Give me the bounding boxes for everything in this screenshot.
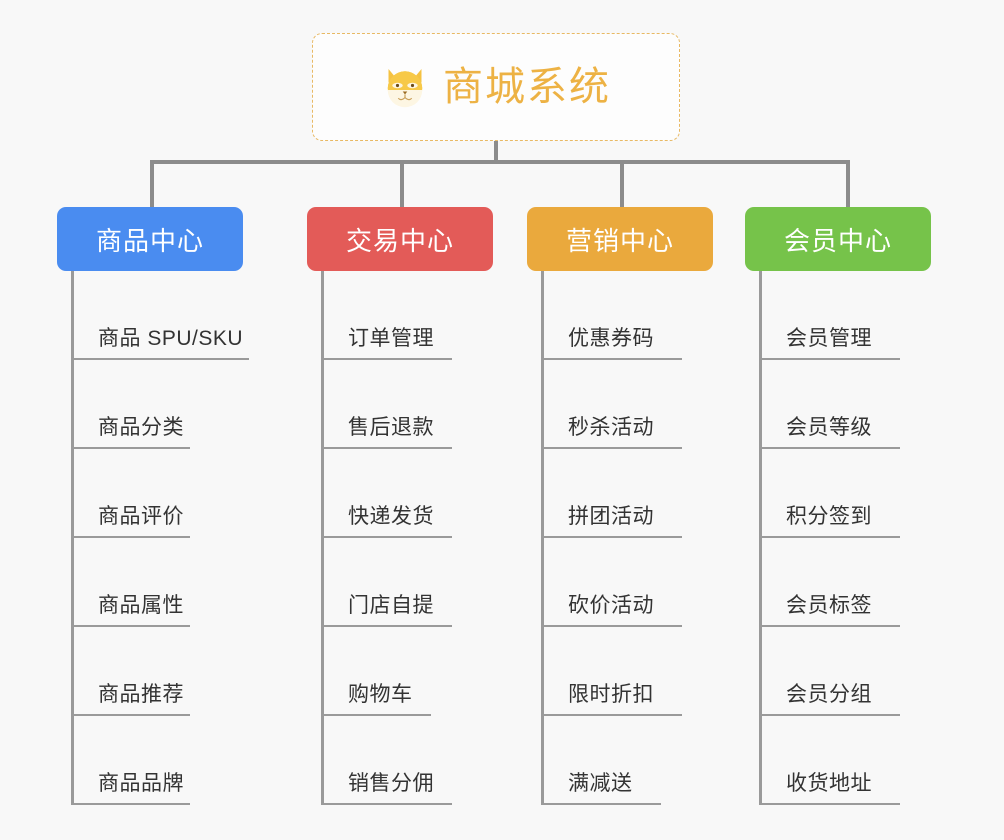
list-item[interactable]: 售后退款 (324, 360, 517, 450)
leaf-label: 快递发货 (348, 504, 434, 528)
list-item[interactable]: 购物车 (324, 627, 517, 717)
leaf-label: 订单管理 (348, 326, 434, 350)
category-title-1: 商品中心 (95, 225, 204, 256)
list-item[interactable]: 商品属性 (74, 538, 287, 628)
list-item[interactable]: 快递发货 (324, 449, 517, 539)
leaf-label: 商品品牌 (98, 771, 184, 795)
leaf-label: 商品推荐 (98, 682, 184, 706)
list-item[interactable]: 秒杀活动 (544, 360, 735, 450)
leaf-label: 商品分类 (98, 415, 184, 439)
leaf-label: 满减送 (568, 771, 633, 795)
list-item[interactable]: 商品品牌 (74, 716, 287, 806)
leaf-list-4: 会员管理 会员等级 积分签到 会员标签 会员分组 收货地址 (759, 271, 955, 806)
list-item[interactable]: 商品 SPU/SKU (73, 271, 287, 361)
category-title-4: 会员中心 (783, 225, 892, 256)
category-title-2: 交易中心 (345, 225, 454, 256)
leaf-label: 收货地址 (786, 771, 872, 795)
leaf-label: 砍价活动 (568, 593, 654, 617)
branch-column-1: 商品中心 商品 SPU/SKU 商品分类 商品评价 商品属性 商品推荐 商品品牌 (57, 207, 287, 806)
connector-root-stem (494, 141, 498, 163)
list-item[interactable]: 销售分佣 (324, 716, 517, 806)
leaf-label: 购物车 (348, 682, 413, 706)
list-item[interactable]: 会员等级 (762, 360, 955, 450)
list-item[interactable]: 满减送 (544, 716, 735, 806)
connector-drop-2 (400, 160, 404, 208)
category-box-1[interactable]: 商品中心 (57, 207, 243, 271)
leaf-label: 会员管理 (786, 326, 872, 350)
shiba-dog-icon (381, 63, 429, 111)
leaf-label: 售后退款 (348, 415, 434, 439)
leaf-label: 秒杀活动 (568, 415, 654, 439)
list-item[interactable]: 积分签到 (762, 449, 955, 539)
list-item[interactable]: 收货地址 (762, 716, 955, 806)
leaf-label: 拼团活动 (568, 504, 654, 528)
list-item[interactable]: 商品分类 (74, 360, 287, 450)
leaf-list-3: 优惠券码 秒杀活动 拼团活动 砍价活动 限时折扣 满减送 (541, 271, 735, 806)
leaf-label: 商品属性 (98, 593, 184, 617)
leaf-label: 销售分佣 (348, 771, 434, 795)
branch-column-4: 会员中心 会员管理 会员等级 积分签到 会员标签 会员分组 收货地址 (745, 207, 955, 806)
category-box-3[interactable]: 营销中心 (527, 207, 713, 271)
branch-column-2: 交易中心 订单管理 售后退款 快递发货 门店自提 购物车 销售分佣 (307, 207, 517, 806)
connector-drop-3 (620, 160, 624, 208)
list-item[interactable]: 会员标签 (762, 538, 955, 628)
list-item[interactable]: 砍价活动 (544, 538, 735, 628)
leaf-label: 商品评价 (98, 504, 184, 528)
leaf-label: 门店自提 (348, 593, 434, 617)
category-title-3: 营销中心 (565, 225, 674, 256)
leaf-label: 限时折扣 (568, 682, 654, 706)
category-box-2[interactable]: 交易中心 (307, 207, 493, 271)
leaf-label: 优惠券码 (568, 326, 654, 350)
root-node[interactable]: 商城系统 (312, 33, 680, 141)
leaf-list-2: 订单管理 售后退款 快递发货 门店自提 购物车 销售分佣 (321, 271, 517, 806)
list-item[interactable]: 商品推荐 (74, 627, 287, 717)
branch-column-3: 营销中心 优惠券码 秒杀活动 拼团活动 砍价活动 限时折扣 满减送 (527, 207, 735, 806)
leaf-label: 会员标签 (786, 593, 872, 617)
connector-drop-4 (846, 160, 850, 208)
list-item[interactable]: 订单管理 (324, 271, 517, 361)
leaf-label: 会员等级 (786, 415, 872, 439)
connector-drop-1 (150, 160, 154, 208)
list-item[interactable]: 拼团活动 (544, 449, 735, 539)
list-item[interactable]: 商品评价 (74, 449, 287, 539)
list-item[interactable]: 门店自提 (324, 538, 517, 628)
leaf-label: 积分签到 (786, 504, 872, 528)
leaf-label: 商品 SPU/SKU (98, 326, 244, 350)
root-title: 商城系统 (443, 65, 611, 109)
list-item[interactable]: 限时折扣 (544, 627, 735, 717)
leaf-list-1: 商品 SPU/SKU 商品分类 商品评价 商品属性 商品推荐 商品品牌 (71, 271, 287, 806)
connector-horizontal-bar (150, 160, 850, 164)
category-box-4[interactable]: 会员中心 (745, 207, 931, 271)
list-item[interactable]: 会员管理 (762, 271, 955, 361)
leaf-label: 会员分组 (786, 682, 872, 706)
list-item[interactable]: 优惠券码 (544, 271, 735, 361)
list-item[interactable]: 会员分组 (762, 627, 955, 717)
